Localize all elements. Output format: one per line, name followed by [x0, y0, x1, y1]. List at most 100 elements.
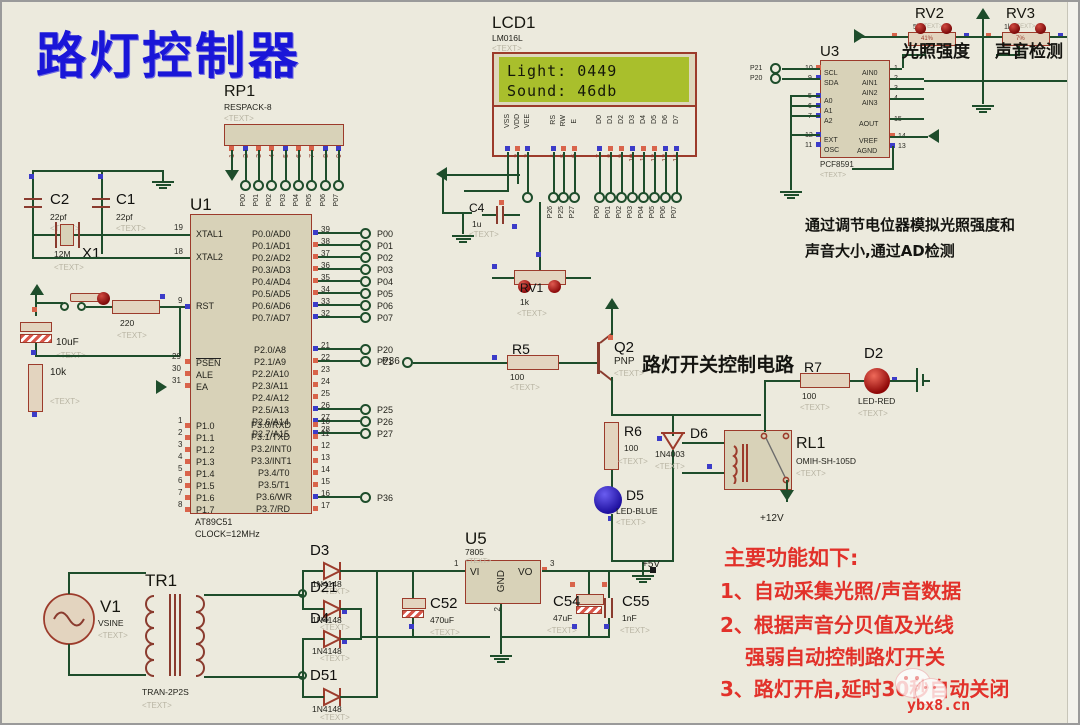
d6-lead-top [672, 414, 674, 436]
reset-button-term-right[interactable] [77, 302, 86, 311]
lcd-terminal-d0[interactable] [594, 192, 605, 203]
u5-text-tag: <TEXT> [465, 558, 492, 565]
u3-pad-9 [816, 75, 821, 80]
rp1-terminal-p00[interactable] [240, 180, 251, 191]
r6-ref: R6 [624, 423, 642, 439]
lcd-net-p27: P27 [569, 206, 576, 219]
reset-button-knob[interactable] [97, 292, 110, 305]
lcd-terminal-d2[interactable] [616, 192, 627, 203]
u3-body[interactable] [820, 60, 890, 158]
u1-terminal-p01[interactable] [360, 240, 371, 251]
rp1-terminal-p07[interactable] [333, 180, 344, 191]
pot-center-vcc-wire [982, 18, 984, 80]
u1-num-16: 16 [321, 489, 330, 498]
rl1-text-tag: <TEXT> [796, 469, 826, 478]
lcd-terminal-e[interactable] [569, 192, 580, 203]
vcc-arrow-ea [156, 380, 167, 394]
rv3-pad-left [986, 33, 991, 38]
rp1-terminal-p06[interactable] [320, 180, 331, 191]
u1-terminal-p02[interactable] [360, 252, 371, 263]
u1-terminal-p36[interactable] [360, 492, 371, 503]
rv2-knob-right[interactable] [941, 23, 952, 34]
u3-terminal-p20[interactable] [770, 73, 781, 84]
u5-pad-vo [542, 567, 547, 572]
u1-terminal-p25[interactable] [360, 404, 371, 415]
lcd-terminal-vee[interactable] [522, 192, 533, 203]
u5-ref: U5 [465, 529, 487, 548]
c55-value: 1nF [622, 613, 637, 623]
d5-led-blue [594, 486, 622, 514]
v1-ac-source [43, 593, 95, 645]
rp1-wire-4 [271, 150, 273, 182]
p36-terminal[interactable] [402, 357, 413, 368]
ground-symbol-c4 [452, 234, 474, 243]
rv2-pad-right [964, 33, 969, 38]
lcd-terminal-rw[interactable] [558, 192, 569, 203]
lcd-line-1: Light: 0449 [507, 62, 618, 80]
u1-terminal-p03[interactable] [360, 264, 371, 275]
lcd-terminal-d1[interactable] [605, 192, 616, 203]
rp1-terminal-p01[interactable] [253, 180, 264, 191]
lcd-pad-1 [505, 146, 510, 151]
r6-text-tag: <TEXT> [618, 457, 648, 466]
u1-terminal-p05[interactable] [360, 288, 371, 299]
d51-wire-out [340, 696, 378, 698]
lcd-terminal-d5[interactable] [649, 192, 660, 203]
u1-terminal-p27[interactable] [360, 428, 371, 439]
u1-num-1: 1 [178, 416, 183, 425]
u1-num-28: 28 [321, 425, 330, 434]
rv3-knob-left[interactable] [1009, 23, 1020, 34]
u3-wire-scl [782, 68, 820, 70]
rp1-body[interactable] [224, 124, 344, 146]
c54-plate-top [576, 594, 604, 605]
scrollbar-strip[interactable] [1067, 2, 1078, 723]
ground-symbol-q2 [632, 574, 654, 583]
u1-terminal-p06[interactable] [360, 300, 371, 311]
rv2-knob-left[interactable] [915, 23, 926, 34]
rv3-knob-right[interactable] [1035, 23, 1046, 34]
xtal2-wire [32, 257, 192, 259]
lcd-terminal-d4[interactable] [638, 192, 649, 203]
lcd-terminal-d3[interactable] [627, 192, 638, 203]
rp1-terminal-p03[interactable] [280, 180, 291, 191]
lcd-wire-6 [574, 152, 576, 194]
u1-num-21: 21 [321, 341, 330, 350]
lcd-terminal-d7[interactable] [671, 192, 682, 203]
u3-pin-vref: VREF [859, 138, 878, 145]
rp1-terminal-p02[interactable] [266, 180, 277, 191]
rv1-knob-right[interactable] [548, 280, 561, 293]
rp1-terminal-p04[interactable] [293, 180, 304, 191]
r7-body [800, 373, 850, 388]
u1-num-14: 14 [321, 465, 330, 474]
u1-terminal-p00[interactable] [360, 228, 371, 239]
c4-pad-bottom [512, 224, 517, 229]
u3-pad-11 [816, 142, 821, 147]
lcd-wire-13 [665, 152, 667, 194]
rv1-lead-right [566, 277, 591, 279]
lcd-pad-5 [561, 146, 566, 151]
rp1-terminal-p05[interactable] [306, 180, 317, 191]
u1-num-5: 5 [178, 464, 183, 473]
u1-terminal-p26[interactable] [360, 416, 371, 427]
u5-body[interactable] [465, 560, 541, 604]
cap10u-plate [20, 322, 52, 332]
d3-text-tag: <TEXT> [320, 587, 350, 596]
rv2-body[interactable] [908, 32, 956, 46]
u1-terminal-p07[interactable] [360, 312, 371, 323]
rv1-knob-left[interactable] [518, 280, 531, 293]
u1-pad-16 [313, 494, 318, 499]
u1-body[interactable] [190, 214, 312, 514]
reset-button-term-left[interactable] [60, 302, 69, 311]
u1-terminal-p04[interactable] [360, 276, 371, 287]
rv3-body[interactable] [1002, 32, 1050, 46]
lcd-terminal-d6[interactable] [660, 192, 671, 203]
u1-part: AT89C51 [195, 517, 233, 527]
c52-lead-top [412, 570, 414, 598]
d21-text-tag: <TEXT> [320, 623, 350, 632]
u1-wire-p03 [318, 268, 360, 270]
u1-pin-rst: RST [196, 301, 214, 311]
d5-part: LED-BLUE [616, 506, 658, 516]
c2-plate-bot [24, 206, 42, 208]
u1-terminal-p21[interactable] [360, 356, 371, 367]
u1-terminal-p20[interactable] [360, 344, 371, 355]
